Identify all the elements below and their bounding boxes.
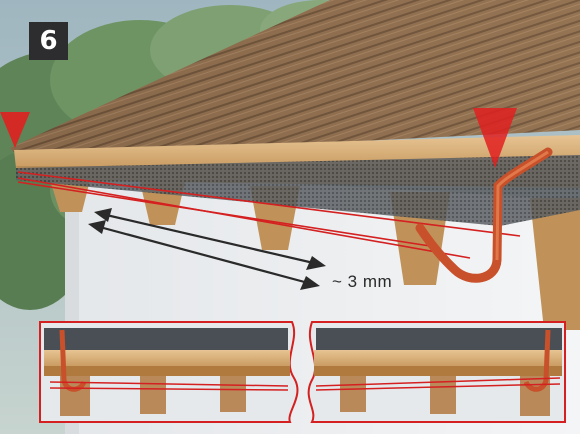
rafter-tails — [50, 180, 580, 330]
roof-shade — [10, 0, 580, 158]
inset-right-panel — [307, 321, 566, 423]
right-marker-icon — [473, 108, 517, 168]
step-number-badge: 6 — [29, 22, 68, 60]
left-marker-icon — [0, 112, 30, 148]
measurement-label: ~ 3 mm — [332, 272, 393, 291]
gutter-hook-highlight — [495, 150, 549, 261]
inset-left-panel — [39, 321, 299, 423]
measure-arrow-icon — [88, 208, 326, 290]
gutter-mesh-guard — [16, 155, 580, 226]
slope-lines — [17, 171, 521, 259]
